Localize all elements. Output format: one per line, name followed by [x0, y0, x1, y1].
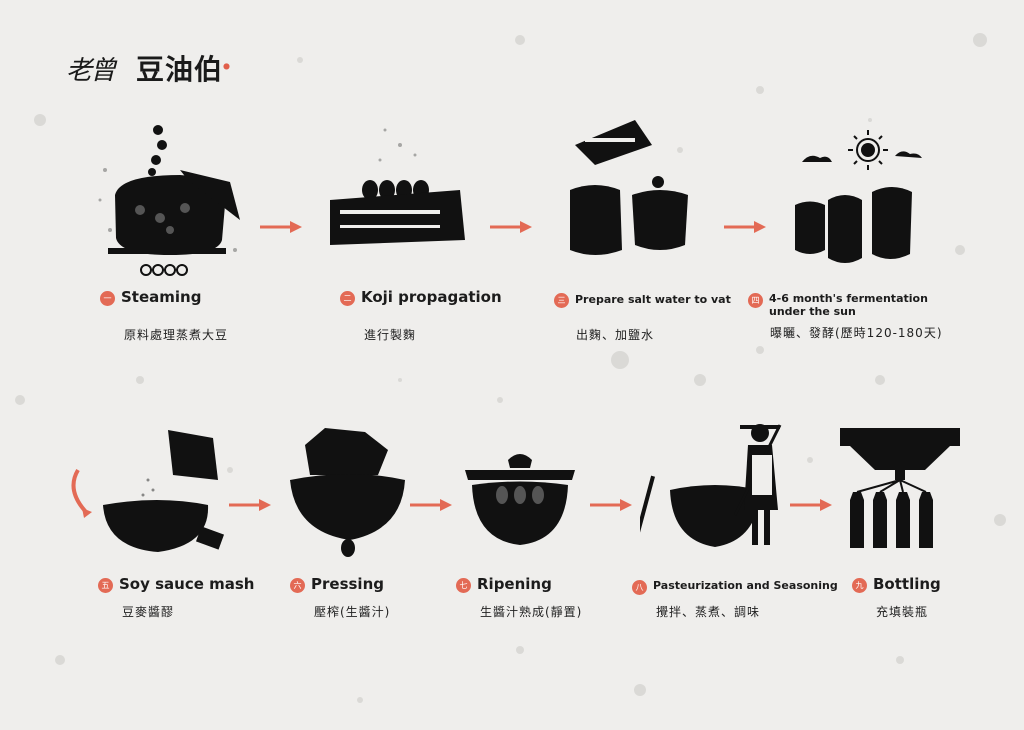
- logo-name: 豆油伯●: [136, 53, 232, 86]
- brand-logos: 老曾 豆油伯●: [66, 48, 231, 88]
- step-7-number: 七: [456, 578, 471, 593]
- step-2-subtitle: 進行製麴: [364, 328, 417, 342]
- bottling-machine-icon: [840, 428, 960, 548]
- step-2-title: Koji propagation: [361, 288, 502, 306]
- step-9-label: 九 Bottling: [852, 575, 941, 593]
- stirring-chef-icon: [640, 424, 782, 550]
- step-8-subtitle: 攪拌、蒸煮、調味: [656, 605, 761, 619]
- step-5-number: 五: [98, 578, 113, 593]
- logo-script: 老曾: [66, 55, 116, 86]
- step-2-label: 二 Koji propagation: [340, 288, 502, 306]
- step-6-subtitle: 壓榨(生醬汁): [314, 605, 391, 619]
- step-4-title: 4-6 month's fermentation under the sun: [769, 292, 928, 318]
- arrow-7-icon: [590, 499, 632, 511]
- step-8-number: 八: [632, 580, 647, 595]
- step-8-title: Pasteurization and Seasoning: [653, 579, 838, 592]
- sun-jars-icon: [795, 130, 922, 263]
- step-1-label: 一 Steaming: [100, 288, 201, 306]
- step-3-subtitle: 出麴、加鹽水: [576, 328, 655, 342]
- mash-bowl-icon: [71, 430, 225, 552]
- koji-tray-icon: [330, 128, 465, 245]
- arrow-6-icon: [410, 499, 452, 511]
- step-3-label: 三 Prepare salt water to vat: [554, 290, 731, 308]
- pressing-bowl-icon: [290, 428, 405, 557]
- arrow-3-icon: [724, 221, 766, 233]
- arrow-2-icon: [490, 221, 532, 233]
- step-5-label: 五 Soy sauce mash: [98, 575, 254, 593]
- arrow-8-icon: [790, 499, 832, 511]
- step-1-number: 一: [100, 291, 115, 306]
- step-9-title: Bottling: [873, 575, 941, 593]
- arrow-1-icon: [260, 221, 302, 233]
- step-4-subtitle: 曝曬、發酵(歷時120-180天): [770, 326, 943, 340]
- steaming-pot-icon: [98, 125, 240, 276]
- vats-icon: [570, 120, 688, 255]
- step-4-number: 四: [748, 293, 763, 308]
- step-5-title: Soy sauce mash: [119, 575, 255, 593]
- step-6-label: 六 Pressing: [290, 575, 384, 593]
- step-8-label: 八 Pasteurization and Seasoning: [632, 577, 838, 595]
- step-5-subtitle: 豆麥醬醪: [122, 605, 175, 619]
- step-1-title: Steaming: [121, 288, 202, 306]
- step-3-number: 三: [554, 293, 569, 308]
- step-6-number: 六: [290, 578, 305, 593]
- step-2-number: 二: [340, 291, 355, 306]
- step-4-label: 四 4-6 month's fermentation under the sun: [748, 290, 944, 318]
- step-6-title: Pressing: [311, 575, 384, 593]
- step-9-subtitle: 充填裝瓶: [876, 605, 929, 619]
- step-7-subtitle: 生醬汁熟成(靜置): [480, 605, 583, 619]
- step-9-number: 九: [852, 578, 867, 593]
- step-3-title: Prepare salt water to vat: [575, 293, 731, 306]
- ripening-pot-icon: [465, 454, 575, 545]
- arrow-5-icon: [229, 499, 271, 511]
- step-1-subtitle: 原料處理蒸煮大豆: [124, 328, 229, 342]
- step-7-title: Ripening: [477, 575, 552, 593]
- step-7-label: 七 Ripening: [456, 575, 552, 593]
